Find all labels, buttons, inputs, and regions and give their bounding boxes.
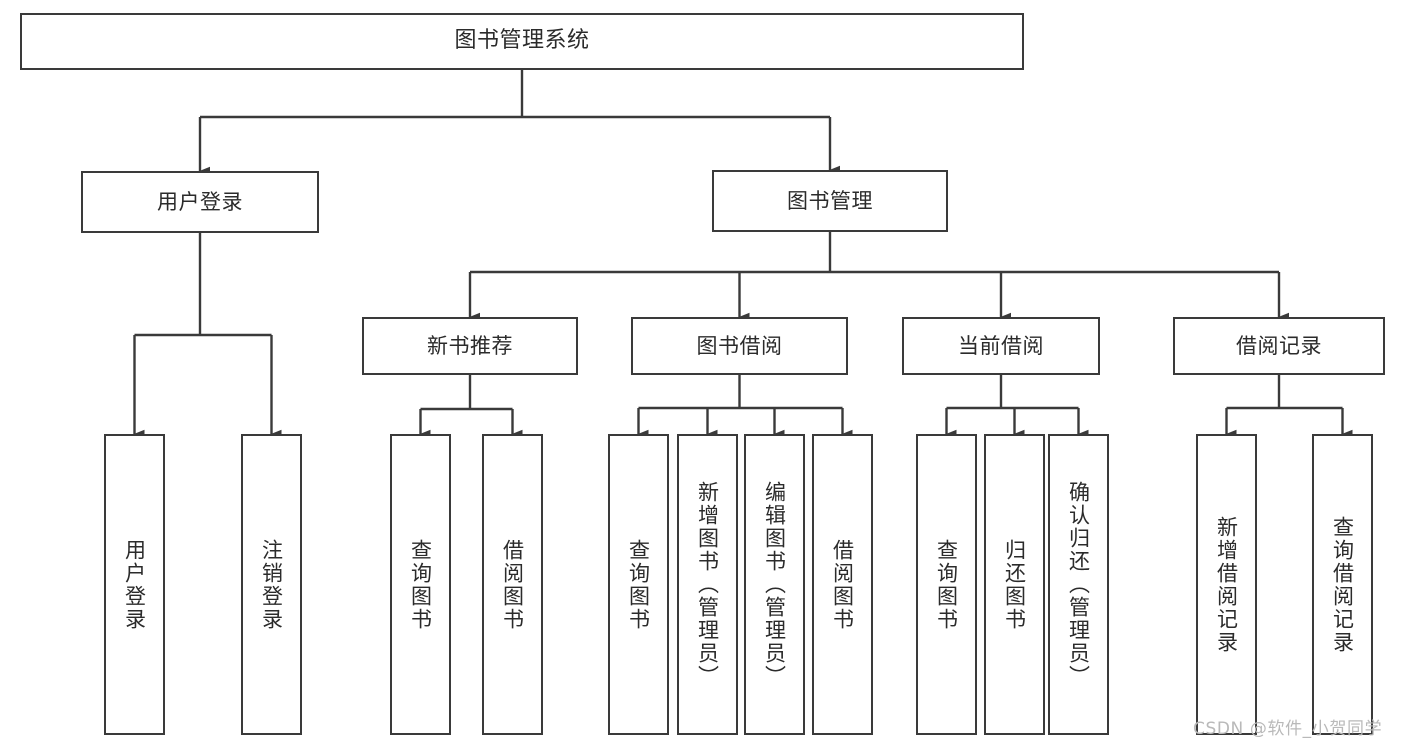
node-root-system[interactable]: 图书管理系统 — [20, 13, 1024, 70]
node-book-borrowing[interactable]: 图书借阅 — [631, 317, 848, 375]
node-leaf-query-borrow-record[interactable]: 查询借阅记录 — [1312, 434, 1373, 735]
node-label: 当前借阅 — [958, 333, 1044, 358]
node-label: 确认归还（管理员） — [1066, 481, 1091, 688]
node-label: 查询图书 — [934, 538, 959, 631]
node-label: 新增图书（管理员） — [695, 481, 720, 688]
node-leaf-add-book[interactable]: 新增图书（管理员） — [677, 434, 738, 735]
node-label: 归还图书 — [1002, 538, 1027, 631]
node-current-borrowing[interactable]: 当前借阅 — [902, 317, 1100, 375]
node-leaf-add-borrow-record[interactable]: 新增借阅记录 — [1196, 434, 1257, 735]
node-new-book-recommendation[interactable]: 新书推荐 — [362, 317, 578, 375]
node-leaf-confirm-return[interactable]: 确认归还（管理员） — [1048, 434, 1109, 735]
node-borrowing-records[interactable]: 借阅记录 — [1173, 317, 1385, 375]
node-label: 用户登录 — [157, 189, 243, 214]
node-label: 图书管理系统 — [454, 28, 590, 54]
node-leaf-query-book-1[interactable]: 查询图书 — [390, 434, 451, 735]
node-label: 借阅图书 — [830, 538, 855, 631]
node-label: 用户登录 — [122, 538, 147, 631]
node-leaf-borrow-book-2[interactable]: 借阅图书 — [812, 434, 873, 735]
node-label: 编辑图书（管理员） — [762, 481, 787, 688]
node-label: 图书管理 — [787, 188, 873, 213]
node-leaf-borrow-book-1[interactable]: 借阅图书 — [482, 434, 543, 735]
node-label: 查询图书 — [408, 538, 433, 631]
node-leaf-query-book-2[interactable]: 查询图书 — [608, 434, 669, 735]
node-label: 新增借阅记录 — [1214, 515, 1239, 654]
node-leaf-logout[interactable]: 注销登录 — [241, 434, 302, 735]
node-label: 查询图书 — [626, 538, 651, 631]
node-user-login[interactable]: 用户登录 — [81, 171, 319, 233]
node-leaf-return-book[interactable]: 归还图书 — [984, 434, 1045, 735]
node-label: 查询借阅记录 — [1330, 515, 1355, 654]
node-label: 注销登录 — [259, 538, 284, 631]
edge-paths — [133, 70, 1353, 439]
node-book-management[interactable]: 图书管理 — [712, 170, 948, 232]
node-label: 新书推荐 — [427, 333, 513, 358]
node-leaf-query-book-3[interactable]: 查询图书 — [916, 434, 977, 735]
node-leaf-user-login[interactable]: 用户登录 — [104, 434, 165, 735]
node-label: 图书借阅 — [696, 333, 783, 358]
node-label: 借阅图书 — [500, 538, 525, 631]
node-label: 借阅记录 — [1236, 333, 1322, 358]
node-leaf-edit-book[interactable]: 编辑图书（管理员） — [744, 434, 805, 735]
